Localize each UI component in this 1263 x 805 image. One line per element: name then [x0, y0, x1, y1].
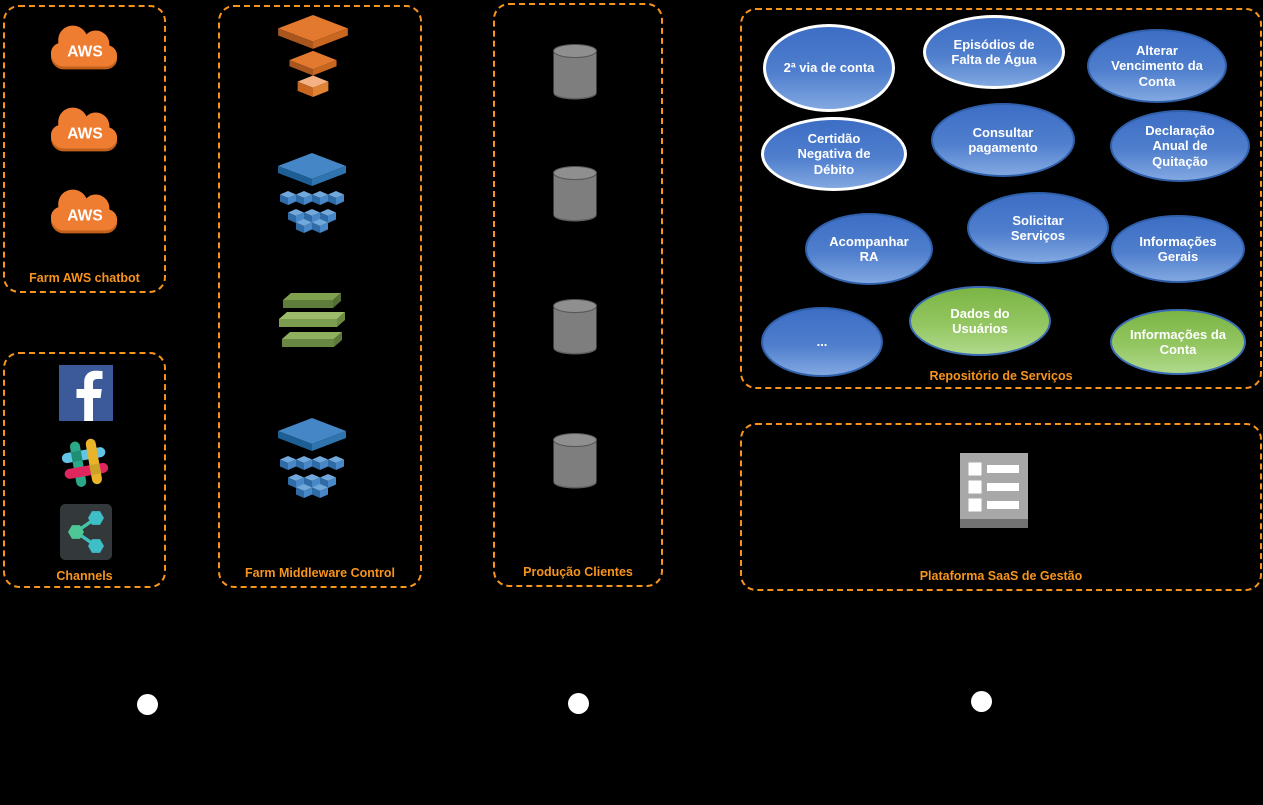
- group-producao-clientes: [493, 3, 663, 587]
- aws-cloud-label: AWS: [67, 208, 102, 225]
- group-label-repositorio-servicos: Repositório de Serviços: [929, 369, 1073, 383]
- database-icon: [552, 43, 598, 100]
- service-ellipse: Informações Gerais: [1111, 215, 1245, 283]
- list-checklist-icon: [960, 453, 1028, 528]
- aws-cloud-icon: AWS: [50, 23, 120, 71]
- service-ellipse: Consultar pagamento: [931, 103, 1075, 177]
- database-icon: [552, 298, 598, 355]
- connector-dot: [568, 693, 589, 714]
- group-farm-aws-chatbot: [3, 5, 166, 293]
- aws-cloud-icon: AWS: [50, 187, 120, 235]
- service-ellipse: Certidão Negativa de Débito: [761, 117, 907, 191]
- group-label-producao-clientes: Produção Clientes: [523, 565, 633, 579]
- group-label-farm-middleware-control: Farm Middleware Control: [244, 566, 396, 580]
- cube-cluster-blue-icon: [277, 418, 347, 500]
- service-ellipse: Solicitar Serviços: [967, 192, 1109, 264]
- group-channels: [3, 352, 166, 588]
- database-icon: [552, 165, 598, 222]
- group-label-plataforma-saas: Plataforma SaaS de Gestão: [919, 569, 1083, 583]
- connector-dot: [971, 691, 992, 712]
- database-icon: [552, 432, 598, 489]
- facebook-icon: [59, 365, 113, 421]
- aws-cloud-icon: AWS: [50, 105, 120, 153]
- group-label-farm-aws-chatbot: Farm AWS chatbot: [29, 271, 140, 285]
- service-ellipse: 2ª via de conta: [763, 24, 895, 112]
- connector-dot: [137, 694, 158, 715]
- group-plataforma-saas: [740, 423, 1262, 591]
- slack-icon: [57, 437, 113, 489]
- service-ellipse: Dados do Usuários: [909, 286, 1051, 356]
- aws-cloud-label: AWS: [67, 126, 102, 143]
- service-ellipse: Episódios de Falta de Água: [923, 15, 1065, 89]
- group-label-channels: Channels: [56, 569, 113, 583]
- layers-orange-icon: [277, 14, 349, 98]
- aws-cloud-label: AWS: [67, 44, 102, 61]
- service-ellipse: ...: [761, 307, 883, 377]
- share-channel-icon: [60, 504, 112, 560]
- group-farm-middleware-control: [218, 5, 422, 588]
- service-ellipse: Acompanhar RA: [805, 213, 933, 285]
- service-ellipse: Alterar Vencimento da Conta: [1087, 29, 1227, 103]
- service-ellipse: Informações da Conta: [1110, 309, 1246, 375]
- layers-green-icon: [277, 293, 347, 347]
- group-repositorio-servicos: [740, 8, 1262, 389]
- cube-cluster-blue-icon: [277, 153, 347, 235]
- service-ellipse: Declaração Anual de Quitação: [1110, 110, 1250, 182]
